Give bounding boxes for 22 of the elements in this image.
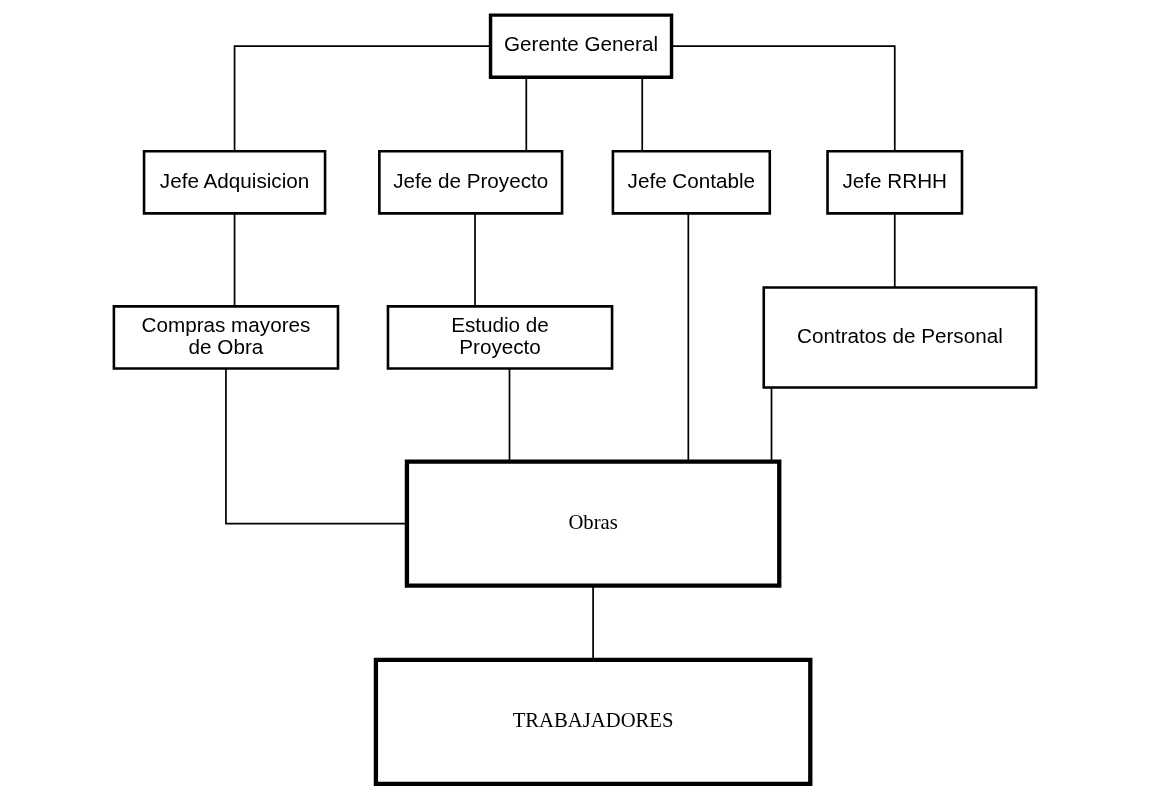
connector [233,45,491,152]
connector [233,212,235,307]
node-box: Gerente General [488,13,673,79]
connector [893,212,896,289]
connector [591,584,594,661]
connector [770,386,772,463]
connector [224,368,408,525]
node-box: Contratos de Personal [761,286,1037,389]
connector [524,76,527,152]
connector [670,45,896,152]
connector [473,212,476,307]
node-box: Jefe Contable [611,150,771,215]
connector [508,368,510,462]
node-box: TRABAJADORES [373,657,812,787]
node-box: Jefe de Proyecto [377,150,563,215]
node-box: Estudio de Proyecto [386,305,613,370]
node-box: Jefe Adquisicion [142,150,326,215]
node-box: Compras mayores de Obra [112,305,339,370]
connector [687,212,689,463]
node-box: Obras [404,459,781,588]
connector [640,76,643,152]
node-box: Jefe RRHH [825,150,963,215]
